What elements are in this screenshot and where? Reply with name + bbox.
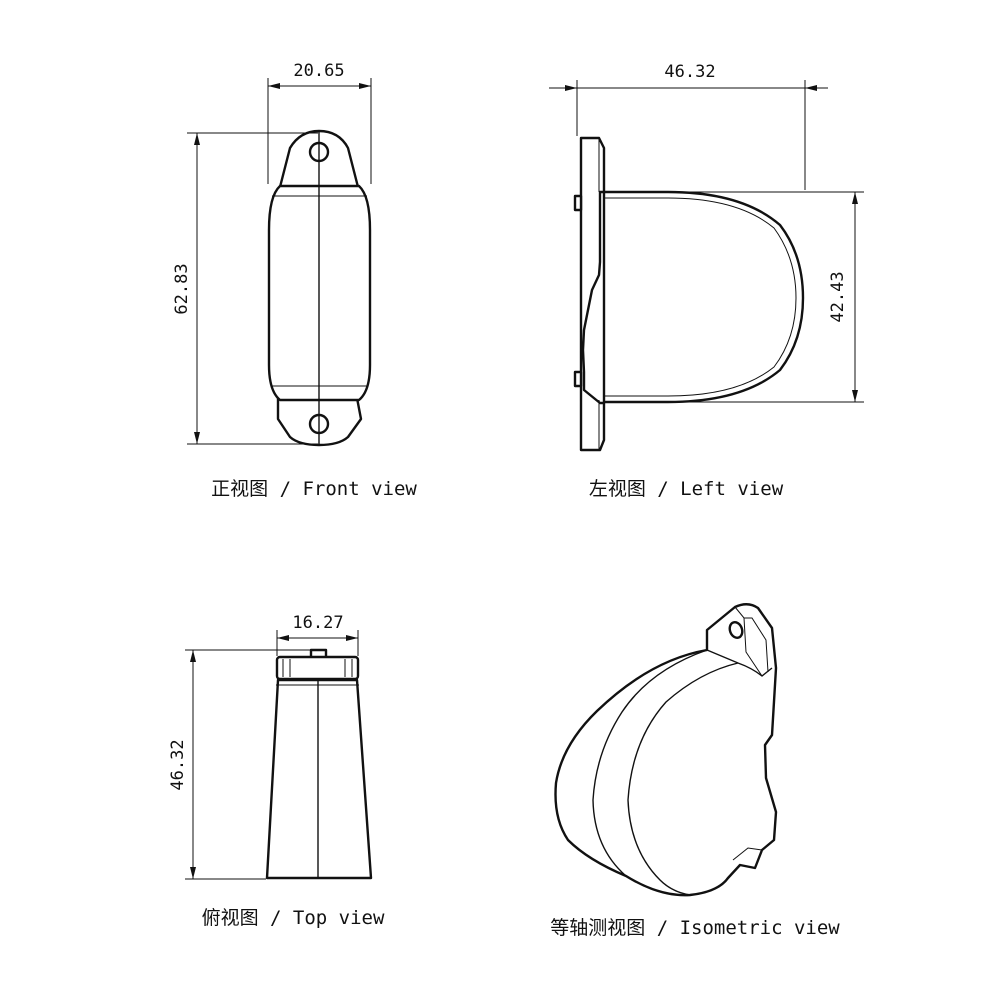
top-width-value: 16.27 xyxy=(292,613,343,633)
left-width-dimension: 46.32 xyxy=(549,62,828,190)
isometric-view: 等轴测视图 / Isometric view xyxy=(550,603,840,939)
left-height-dimension: 42.43 xyxy=(668,191,864,403)
front-view-caption: 正视图 / Front view xyxy=(211,478,417,500)
isometric-view-caption: 等轴测视图 / Isometric view xyxy=(550,917,840,939)
front-height-dimension: 62.83 xyxy=(172,132,318,445)
front-width-value: 20.65 xyxy=(293,61,344,81)
isometric-mounting-hole xyxy=(728,621,744,639)
top-view-caption: 俯视图 / Top view xyxy=(202,907,385,929)
left-view: 46.32 42.43 左视图 / Left view xyxy=(549,62,864,500)
left-view-part xyxy=(573,136,805,452)
top-height-value: 46.32 xyxy=(168,739,188,790)
top-view-part xyxy=(265,648,373,880)
isometric-view-part xyxy=(554,603,778,897)
left-width-value: 46.32 xyxy=(664,62,715,82)
top-height-dimension: 46.32 xyxy=(168,649,310,880)
front-width-dimension: 20.65 xyxy=(267,61,372,184)
top-view: 16.27 46.32 俯视图 / Top view xyxy=(168,613,385,929)
left-view-caption: 左视图 / Left view xyxy=(589,478,784,500)
front-height-value: 62.83 xyxy=(172,263,192,314)
front-view-part xyxy=(267,129,372,447)
left-height-value: 42.43 xyxy=(828,271,848,322)
front-view: 20.65 62.83 正视图 / Front view xyxy=(172,61,417,500)
top-width-dimension: 16.27 xyxy=(276,613,359,656)
